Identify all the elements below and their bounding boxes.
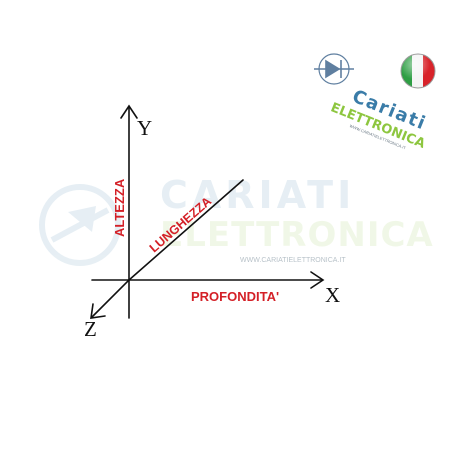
axes bbox=[90, 104, 325, 319]
y-axis-label: Y bbox=[137, 116, 152, 140]
z-axis-label: Z bbox=[84, 317, 97, 341]
watermark-brand-line2: ELETTRONICA bbox=[160, 215, 434, 255]
watermark: CARIATI ELETTRONICA bbox=[39, 173, 434, 266]
y-axis-arrowhead bbox=[120, 104, 138, 119]
z-axis-arrowhead bbox=[90, 303, 106, 319]
brand-logo: Cariati ELETTRONICA WWW.CARIATIELETTRONI… bbox=[314, 53, 436, 152]
watermark-website: WWW.CARIATIELETTRONICA.IT bbox=[240, 257, 346, 264]
x-axis-label: X bbox=[325, 283, 340, 307]
italian-flag-icon bbox=[400, 53, 436, 89]
x-axis-arrowhead bbox=[310, 271, 325, 289]
watermark-brand-line1: CARIATI bbox=[160, 173, 355, 217]
z-axis bbox=[91, 279, 130, 318]
depth-label: PROFONDITA' bbox=[191, 289, 279, 304]
diode-icon bbox=[314, 53, 354, 85]
watermark-diode-icon bbox=[39, 184, 121, 266]
length-diagonal bbox=[128, 179, 244, 281]
height-label: ALTEZZA bbox=[112, 178, 127, 237]
